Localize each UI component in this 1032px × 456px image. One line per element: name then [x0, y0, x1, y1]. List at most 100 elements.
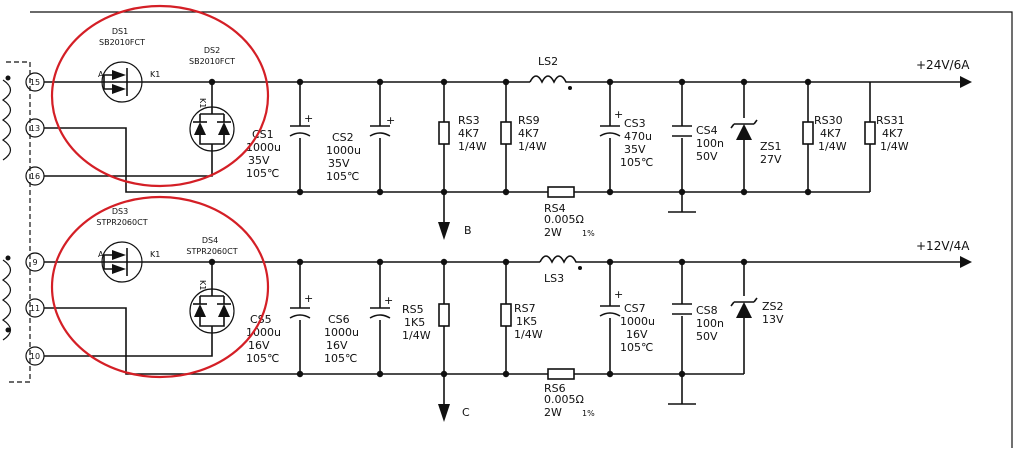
- zs1-ref: ZS1: [760, 140, 782, 153]
- cs4-voltage: 50V: [696, 150, 718, 163]
- top-wiring: [44, 76, 972, 240]
- node-b-label: B: [464, 224, 472, 237]
- ls3-ref: LS3: [544, 272, 564, 285]
- rs9-power: 1/4W: [518, 140, 547, 153]
- cs1-voltage: 35V: [248, 154, 270, 167]
- cs3-ref: CS3: [624, 117, 646, 130]
- ds1-diode: [96, 61, 148, 103]
- svg-text:+: +: [614, 288, 623, 301]
- rs5-power: 1/4W: [402, 329, 431, 342]
- ds2-ref: DS2: [204, 46, 220, 55]
- cs5-temp: 105℃: [246, 352, 279, 365]
- rs4-power: 2W: [544, 226, 562, 239]
- pin-15-label: 15: [30, 78, 40, 87]
- ls3-inductor: [539, 255, 584, 264]
- highlight-ellipse-bottom: [50, 195, 270, 379]
- rs6-resistor: [547, 368, 575, 380]
- rs31-resistor: [864, 121, 876, 145]
- cs4-value: 100n: [696, 137, 724, 150]
- cs8-ref: CS8: [696, 304, 718, 317]
- rs7-power: 1/4W: [514, 328, 543, 341]
- transformer-secondary: [1, 61, 31, 383]
- ds2-diode: [189, 106, 235, 152]
- frame-border: [30, 11, 1013, 448]
- ds2-part: SB2010FCT: [189, 57, 235, 66]
- pin-11-label: 11: [30, 304, 40, 313]
- rs4-tolerance: 1%: [582, 229, 595, 238]
- cs2-value: 1000u: [326, 144, 361, 157]
- cs6-ref: CS6: [328, 313, 350, 326]
- rs7-value: 1K5: [516, 315, 537, 328]
- transformer-pin-11: 11: [25, 298, 45, 318]
- cs3-temp: 105℃: [620, 156, 653, 169]
- zs2-value: 13V: [762, 313, 784, 326]
- cs1-capacitor: +: [289, 112, 313, 137]
- node-c-label: C: [462, 406, 470, 419]
- rs30-ref: RS30: [814, 114, 843, 127]
- rs5-resistor: [438, 303, 450, 327]
- transformer-pin-9: 9: [25, 252, 45, 272]
- cs2-voltage: 35V: [328, 157, 350, 170]
- cs7-capacitor: +: [599, 288, 623, 317]
- rail-24v-label: +24V/6A: [916, 58, 970, 72]
- rs9-value: 4K7: [518, 127, 539, 140]
- cs3-capacitor: +: [599, 108, 623, 137]
- rail-12v-label: +12V/4A: [916, 239, 970, 253]
- rs31-ref: RS31: [876, 114, 905, 127]
- ds1-part: SB2010FCT: [99, 38, 145, 47]
- cs6-value: 1000u: [324, 326, 359, 339]
- cs6-voltage: 16V: [326, 339, 348, 352]
- rs9-resistor: [500, 121, 512, 145]
- ds1-pin-a: A: [98, 70, 104, 79]
- svg-text:+: +: [614, 108, 623, 121]
- bottom-wiring: [44, 256, 972, 422]
- transformer-pin-15: 15: [25, 72, 45, 92]
- rs6-value: 0.005Ω: [544, 393, 584, 406]
- transformer-pin-16: 16: [25, 166, 45, 186]
- highlight-ellipse-top: [50, 4, 270, 188]
- rs6-power: 2W: [544, 406, 562, 419]
- cs2-temp: 105℃: [326, 170, 359, 183]
- svg-text:+: +: [304, 112, 313, 125]
- cs6-capacitor: +: [369, 294, 393, 319]
- rs6-tolerance: 1%: [582, 409, 595, 418]
- ls2-ref: LS2: [538, 55, 558, 68]
- cs4-capacitor: [672, 125, 692, 137]
- pin-16-label: 16: [30, 172, 40, 181]
- rs9-ref: RS9: [518, 114, 540, 127]
- svg-text:+: +: [384, 294, 393, 307]
- cs1-value: 1000u: [246, 141, 281, 154]
- transformer-pin-10: 10: [25, 346, 45, 366]
- pin-9-label: 9: [32, 258, 37, 267]
- rs31-value: 4K7: [882, 127, 903, 140]
- rs30-power: 1/4W: [818, 140, 847, 153]
- ds3-pin-k: K1: [150, 250, 160, 259]
- svg-text:+: +: [304, 292, 313, 305]
- cs2-capacitor: +: [369, 114, 395, 137]
- cs4-ref: CS4: [696, 124, 718, 137]
- cs5-voltage: 16V: [248, 339, 270, 352]
- rs7-ref: RS7: [514, 302, 536, 315]
- cs7-value: 1000u: [620, 315, 655, 328]
- cs1-ref: CS1: [252, 128, 274, 141]
- rs3-value: 4K7: [458, 127, 479, 140]
- ds4-part: STPR2060CT: [186, 247, 237, 256]
- cs7-ref: CS7: [624, 302, 646, 315]
- ds4-diode: [189, 288, 235, 334]
- transformer-pin-13: 13: [25, 118, 45, 138]
- rs30-resistor: [802, 121, 814, 145]
- top-junctions: [208, 78, 812, 196]
- pin-10-label: 10: [30, 352, 40, 361]
- cs8-capacitor: [672, 303, 692, 315]
- cs7-temp: 105℃: [620, 341, 653, 354]
- cs5-capacitor: +: [289, 292, 313, 319]
- ds1-pin-k: K1: [150, 70, 160, 79]
- pin-13-label: 13: [30, 124, 40, 133]
- ds3-diode: [96, 241, 148, 283]
- ls2-inductor: [529, 75, 576, 84]
- zs1-value: 27V: [760, 153, 782, 166]
- cs8-voltage: 50V: [696, 330, 718, 343]
- cs1-temp: 105℃: [246, 167, 279, 180]
- cs3-voltage: 35V: [624, 143, 646, 156]
